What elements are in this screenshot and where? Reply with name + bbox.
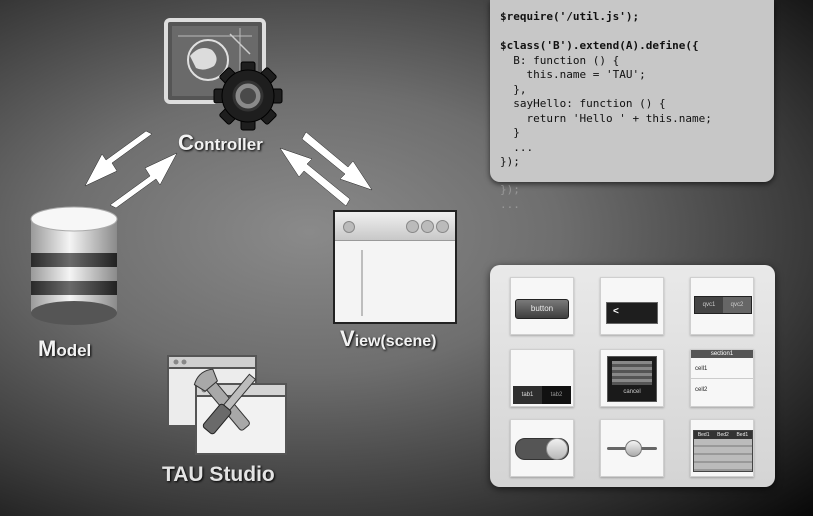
list-header: section1 <box>691 350 753 358</box>
sample-tabbar: tab1 tab2 <box>513 386 571 404</box>
sample-table: Bed1 Bed2 Bed1 <box>693 430 753 472</box>
code-reflection-line-1: }); <box>500 183 520 196</box>
view-rest: iew(scene) <box>354 333 437 350</box>
code-line-5: this.name = 'TAU'; <box>500 68 646 81</box>
code-line-7: sayHello: function () { <box>500 97 666 110</box>
model-label: Model <box>38 336 91 362</box>
code-reflection-line-2: ... <box>500 197 520 211</box>
window-dot-1 <box>406 220 419 233</box>
widget-segment-sample: qvc1 qvc2 <box>690 277 754 335</box>
screwdriver-icon <box>202 373 257 435</box>
sample-toggle[interactable] <box>515 438 569 460</box>
code-line-9: } <box>500 126 520 139</box>
widget-list-sample: section1 cell1 cell2 <box>690 349 754 407</box>
arrow-view-to-controller <box>279 147 351 207</box>
picker-cancel[interactable]: cancel <box>623 389 641 395</box>
arrow-controller-to-view <box>301 131 373 191</box>
list-cell-1[interactable]: cell1 <box>691 358 753 379</box>
sample-segment[interactable]: qvc1 qvc2 <box>694 296 752 314</box>
tab-1[interactable]: tab1 <box>513 386 542 404</box>
table-header-2: Bed2 <box>717 432 729 438</box>
tools-icon <box>166 354 290 458</box>
widget-table-sample: Bed1 Bed2 Bed1 <box>690 419 754 477</box>
window-dot-3 <box>436 220 449 233</box>
controller-rest: ontroller <box>193 135 263 154</box>
toggle-knob <box>546 438 568 460</box>
code-line-10: ... <box>500 140 534 154</box>
back-glyph: < <box>613 306 619 317</box>
controller-initial: C <box>178 130 194 155</box>
code-reflection: }); ... <box>490 183 774 213</box>
gear-icon <box>213 61 283 131</box>
code-line-1: $require('/util.js'); <box>500 10 640 23</box>
segment-2[interactable]: qvc2 <box>723 297 751 313</box>
table-header-1: Bed1 <box>697 432 710 438</box>
controller-icon <box>160 14 290 132</box>
list-cell-2[interactable]: cell2 <box>695 387 708 393</box>
view-initial: V <box>340 326 355 351</box>
code-line-3: $class('B').extend(A).define({ <box>500 39 699 52</box>
code-line-11: }); <box>500 155 520 168</box>
code-panel: $require('/util.js'); $class('B').extend… <box>490 0 774 182</box>
table-header-3: Bed1 <box>736 432 749 438</box>
controller-label: Controller <box>178 130 263 156</box>
view-label: View(scene) <box>340 326 437 352</box>
widget-slider-sample <box>600 419 664 477</box>
window-divider <box>361 250 363 316</box>
widget-panel: button < qvc1 qvc2 tab1 tab2 cancel sect… <box>490 265 775 487</box>
sample-back-button[interactable]: < <box>606 302 658 324</box>
table-header-row: Bed1 Bed2 Bed1 <box>694 431 752 439</box>
sample-picker[interactable]: cancel <box>607 356 657 402</box>
picker-wheel[interactable] <box>612 361 652 385</box>
window-dot-left <box>343 221 355 233</box>
code-line-8: return 'Hello ' + this.name; <box>500 111 712 125</box>
database-icon <box>28 205 120 327</box>
segment-1[interactable]: qvc1 <box>702 302 716 308</box>
widget-back-sample: < <box>600 277 664 335</box>
widget-picker-sample: cancel <box>600 349 664 407</box>
slider-thumb[interactable] <box>625 440 642 457</box>
blueprint-globe-icon <box>164 18 266 104</box>
code-line-2 <box>500 25 774 40</box>
widget-button-sample: button <box>510 277 574 335</box>
code-line-4: B: function () { <box>500 53 620 67</box>
model-rest: odel <box>56 341 92 360</box>
arrow-controller-to-model <box>84 130 153 187</box>
window-titlebar <box>335 212 455 241</box>
widget-toggle-sample <box>510 419 574 477</box>
sample-button[interactable]: button <box>515 299 569 319</box>
widget-tabbar-sample: tab1 tab2 <box>510 349 574 407</box>
arrow-model-to-controller <box>109 152 178 209</box>
window-dot-2 <box>421 220 434 233</box>
code-line-6: }, <box>500 82 527 96</box>
model-initial: M <box>38 336 57 361</box>
tab-2[interactable]: tab2 <box>550 392 563 398</box>
window-icon <box>333 210 457 324</box>
studio-label: TAU Studio <box>162 463 275 486</box>
